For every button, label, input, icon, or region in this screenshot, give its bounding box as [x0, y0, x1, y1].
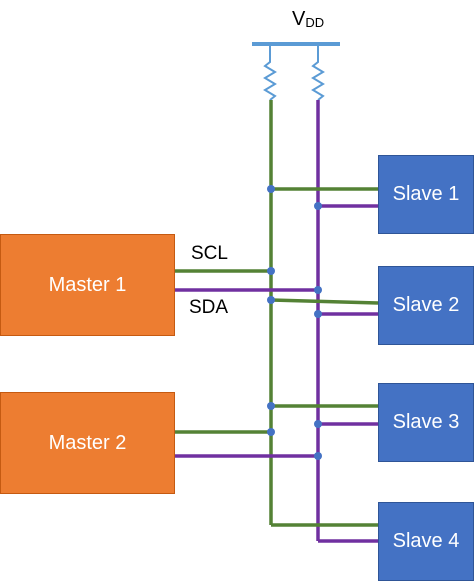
- vdd-label-main: V: [292, 8, 306, 30]
- master-1-label: Master 1: [48, 273, 127, 296]
- sda-junction-dot: [314, 286, 322, 294]
- scl-junction-dot: [267, 402, 275, 410]
- slave-4-block: Slave 4: [378, 502, 474, 581]
- slave-3-block: Slave 3: [378, 383, 474, 462]
- sda-junction-dot: [314, 310, 322, 318]
- master-2-label: Master 2: [48, 431, 127, 454]
- vdd-label-sub: DD: [305, 15, 325, 30]
- sda-pullup-resistor: [311, 44, 325, 101]
- scl-junction-dot: [267, 185, 275, 193]
- slave2-scl-wire: [270, 298, 379, 305]
- slave-3-label: Slave 3: [392, 411, 460, 433]
- master-2-block: Master 2: [0, 392, 175, 494]
- scl-pullup-resistor: [263, 44, 277, 101]
- sda-junction-dot: [314, 202, 322, 210]
- sda-label: SDA: [189, 297, 229, 318]
- scl-junction-dot: [267, 267, 275, 275]
- vdd-label: VDD: [292, 8, 324, 31]
- scl-junction-dot: [267, 428, 275, 436]
- scl-junction-dot: [267, 296, 275, 304]
- slave-2-label: Slave 2: [392, 294, 460, 316]
- sda-junction-dot: [314, 452, 322, 460]
- master-1-block: Master 1: [0, 234, 175, 336]
- slave-2-block: Slave 2: [378, 266, 474, 345]
- scl-label: SCL: [191, 243, 228, 264]
- slave-1-block: Slave 1: [378, 155, 474, 234]
- sda-junction-dot: [314, 420, 322, 428]
- slave-1-label: Slave 1: [392, 183, 460, 205]
- slave-4-label: Slave 4: [392, 530, 460, 552]
